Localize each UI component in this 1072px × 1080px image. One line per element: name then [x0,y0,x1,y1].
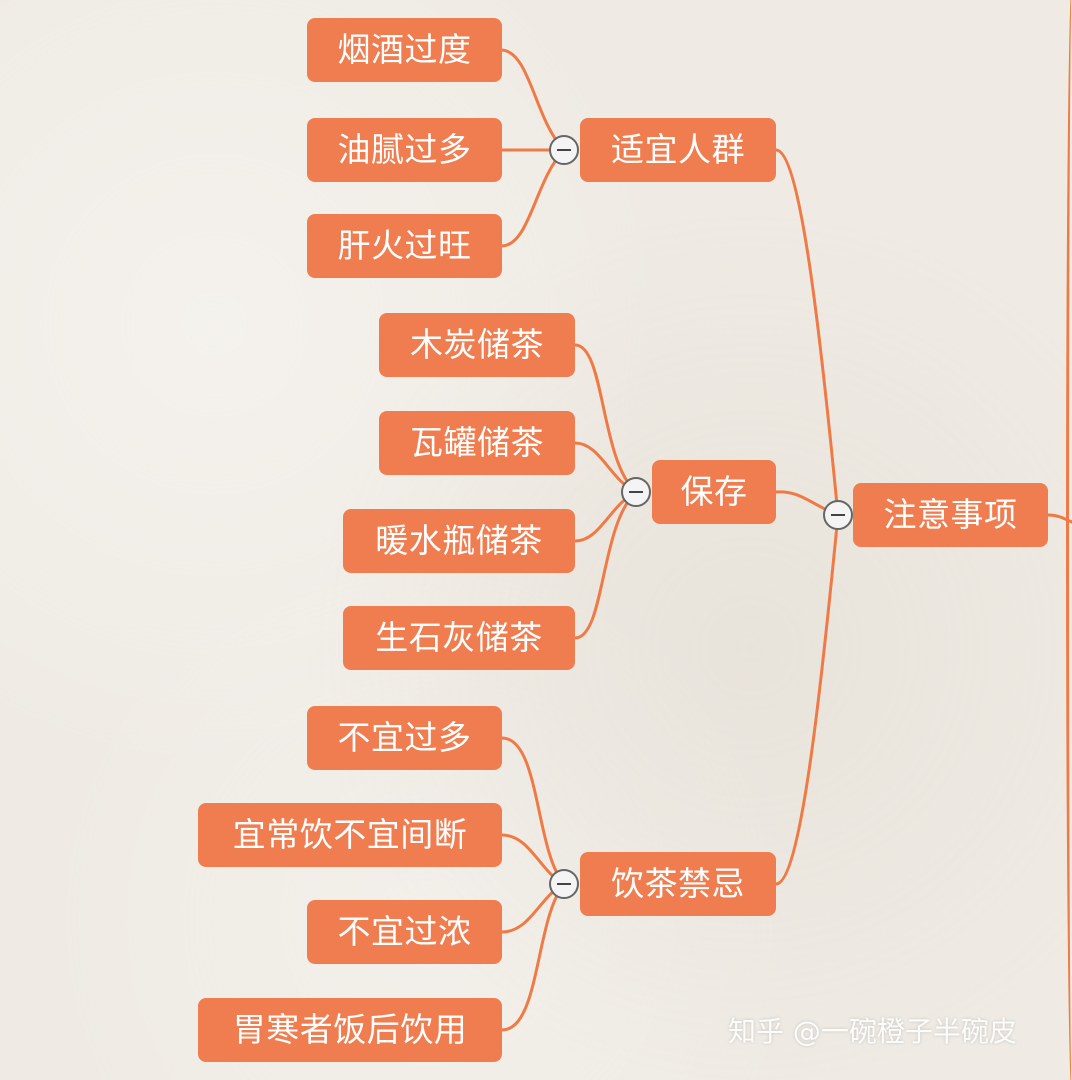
connector-root-branch-0 [774,148,840,517]
collapse-toggle-branch-2[interactable] [549,869,579,899]
leaf-node[interactable]: 生石灰储茶 [343,606,575,670]
leaf-node[interactable]: 油腻过多 [307,118,502,182]
collapse-toggle-branch-0[interactable] [549,135,579,165]
connector-branch-1-child-3 [573,490,638,640]
connector-branch-1-child-0 [573,343,638,494]
leaf-node[interactable]: 肝火过旺 [307,214,502,278]
collapse-toggle-branch-1[interactable] [621,477,651,507]
connector-branch-2-child-0 [500,736,566,886]
leaf-node[interactable]: 不宜过多 [307,706,502,770]
connector-branch-2-child-3 [500,882,566,1032]
leaf-node[interactable]: 烟酒过度 [307,18,502,82]
leaf-node[interactable]: 木炭储茶 [379,313,575,377]
leaf-node[interactable]: 胃寒者饭后饮用 [198,998,502,1062]
leaf-node[interactable]: 不宜过浓 [307,900,502,964]
branch-node-storage[interactable]: 保存 [652,460,776,524]
connector-root-parent [1046,513,1072,524]
leaf-node[interactable]: 宜常饮不宜间断 [198,803,502,867]
branch-node-suitable-people[interactable]: 适宜人群 [580,118,776,182]
connector-root-branch-2 [774,513,840,886]
leaf-node[interactable]: 暖水瓶储茶 [343,509,575,573]
connector-branch-0-child-0 [500,48,566,152]
leaf-node[interactable]: 瓦罐储茶 [379,411,575,475]
connector-branch-0-child-2 [500,148,566,248]
root-node[interactable]: 注意事项 [853,483,1048,547]
parent-connector-arc [1066,0,1072,1080]
watermark-text: 知乎 @一碗橙子半碗皮 [728,1015,1017,1048]
branch-node-tea-taboos[interactable]: 饮茶禁忌 [580,852,776,916]
collapse-toggle-root[interactable] [823,500,853,530]
